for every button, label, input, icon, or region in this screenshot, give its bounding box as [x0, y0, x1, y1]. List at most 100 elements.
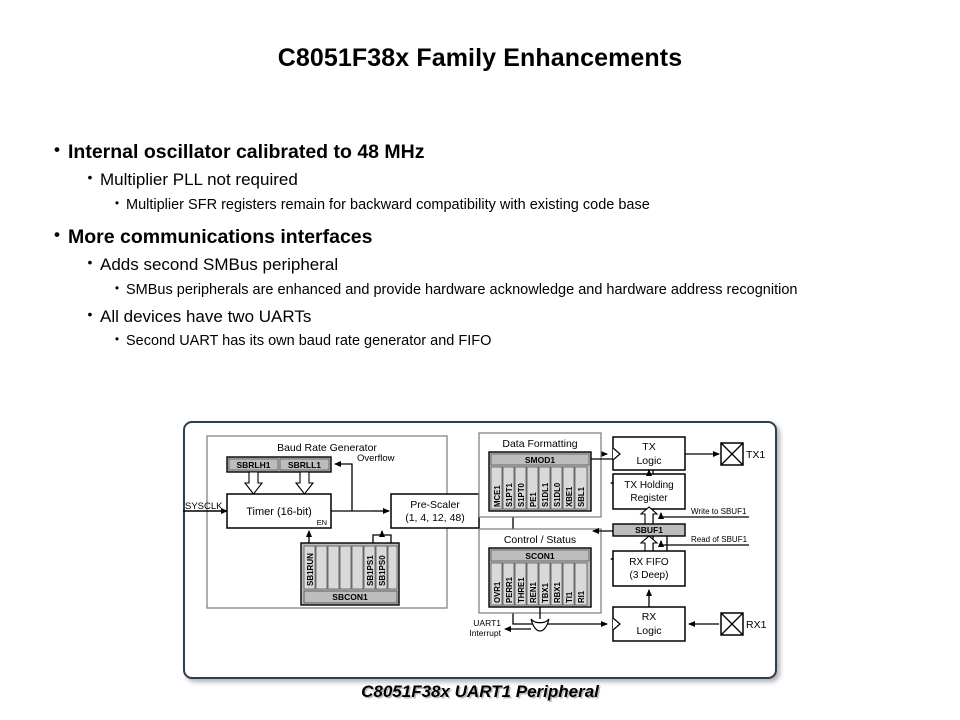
prescaler-block [390, 493, 480, 529]
sbuf1-write-arrow [639, 506, 659, 525]
scon1-bit-cell [502, 562, 515, 606]
smod1-bit-cell [526, 466, 539, 510]
sysclk-label: SYSCLK [185, 501, 223, 512]
bullet-item: • More communications interfaces [46, 223, 926, 251]
bullet-marker: • [87, 254, 93, 271]
baud-rate-generator-title: Baud Rate Generator [277, 442, 377, 454]
smod1-bit-label: SBL1 [577, 486, 586, 507]
bullet-marker: • [87, 305, 93, 322]
tx1-pin-label: TX1 [746, 449, 765, 461]
scon1-bit-cell [574, 562, 588, 606]
scon1-bit-label: THRE1 [517, 577, 526, 603]
data-formatting-title: Data Formatting [502, 438, 577, 450]
sbcon1-bit-cell [303, 545, 316, 590]
rx-fifo-label-line1: RX FIFO [629, 557, 669, 568]
bullet-item: • All devices have two UARTs [46, 304, 926, 330]
timer-block [226, 493, 332, 529]
smod1-bit-cell [490, 466, 503, 510]
sbcon1-name-bar [303, 590, 398, 604]
tx-logic-label-line2: Logic [636, 455, 661, 467]
sbcon1-name: SBCON1 [332, 592, 368, 602]
sbcon1-bit-cell [315, 545, 328, 590]
bullet-marker: • [114, 195, 120, 210]
sbcon1-bit-cell [327, 545, 340, 590]
tx-holding-label-line1: TX Holding [624, 480, 673, 491]
sbrll1-load-arrow [294, 471, 315, 495]
control-status-title: Control / Status [504, 534, 576, 546]
prescaler-label-bottom: (1, 4, 12, 48) [405, 512, 465, 524]
smod1-bit-label: XBE1 [565, 486, 574, 507]
overflow-label: Overflow [357, 453, 395, 464]
smod1-bit-label: PE1 [529, 492, 538, 507]
diagram-canvas: Baud Rate Generator SBRLH1 SBRLL1 Timer … [183, 432, 767, 642]
tx-logic-label-line1: TX [642, 441, 655, 453]
scon1-bit-label: TBX1 [541, 582, 550, 603]
sbcon1-bit-cell [351, 545, 364, 590]
scon1-bit-label: TI1 [565, 591, 574, 603]
diagram-caption: C8051F38x UART1 Peripheral [361, 682, 599, 701]
bullet-list: • Internal oscillator calibrated to 48 M… [46, 138, 926, 353]
rx1-pin-label: RX1 [746, 619, 767, 631]
read-sbuf1-label: Read of SBUF1 [691, 535, 748, 544]
smod1-bit-label: MCE1 [493, 485, 502, 507]
bullet-text: All devices have two UARTs [100, 306, 312, 326]
rx-fifo-label-line2: (3 Deep) [630, 570, 669, 581]
rx-logic-label-line1: RX [642, 611, 657, 623]
smod1-bit-label: S1PT1 [505, 483, 514, 507]
uart1-block-diagram: Baud Rate Generator SBRLH1 SBRLL1 Timer … [183, 421, 777, 679]
sbrlh1-load-arrow [243, 471, 264, 495]
sbcon1-bit-label: SB1PS1 [366, 555, 375, 586]
bullet-text: Second UART has its own baud rate genera… [126, 333, 492, 350]
scon1-bit-cell [490, 562, 503, 606]
sbcon1-bit-cell [375, 545, 388, 590]
uart1-interrupt-label-line2: Interrupt [469, 628, 501, 638]
sbrlh1-cell [228, 458, 279, 471]
sbcon1-bit-cell [387, 545, 398, 590]
sbrll1-cell [279, 458, 330, 471]
sbuf1-label: SBUF1 [635, 525, 663, 535]
smod1-bit-label: S1PT0 [517, 483, 526, 507]
smod1-bit-cell [550, 466, 563, 510]
bullet-marker: • [114, 280, 120, 295]
smod1-bit-cell [514, 466, 527, 510]
scon1-bit-cell [562, 562, 575, 606]
bullet-item: • Internal oscillator calibrated to 48 M… [46, 138, 926, 166]
scon1-bit-label: PERR1 [505, 576, 514, 603]
smod1-bit-label: S1DL0 [553, 482, 562, 507]
scon1-bit-label: RBX1 [553, 582, 562, 603]
read-sbuf1-wire [658, 540, 749, 547]
bullet-marker: • [87, 169, 93, 186]
page-title: C8051F38x Family Enhancements [277, 44, 683, 72]
sbcon1-bit-label: SB1RUN [306, 553, 315, 586]
rx-logic-clock-input [612, 617, 621, 631]
smod1-bit-cell [502, 466, 515, 510]
bullet-item: • Multiplier SFR registers remain for ba… [46, 194, 926, 216]
bullet-item: • SMBus peripherals are enhanced and pro… [46, 279, 926, 301]
overflow-feedback-wire [334, 461, 353, 511]
scon1-bit-cell [514, 562, 527, 606]
bullet-marker: • [54, 140, 60, 159]
scon1-bit-cell [538, 562, 551, 606]
sbrll1-label: SBRLL1 [288, 460, 321, 470]
uart1-interrupt-label-line1: UART1 [473, 618, 501, 628]
bullet-text: Internal oscillator calibrated to 48 MHz [68, 141, 425, 163]
smod1-bit-cell [574, 466, 588, 510]
scon1-bit-label: REN1 [529, 582, 538, 603]
tx-holding-register-block [612, 473, 686, 510]
tx1-pin-cross-icon [720, 442, 744, 466]
rx-fifo-block [612, 550, 686, 587]
or-gate [530, 618, 550, 632]
tx-holding-label-line2: Register [630, 493, 668, 504]
bullet-text: More communications interfaces [68, 225, 373, 248]
bullet-text: Multiplier PLL not required [100, 170, 298, 190]
scon1-bit-cell [526, 562, 539, 606]
tx-logic-clock-input [612, 447, 621, 461]
rx1-pin-cross-icon [720, 612, 744, 636]
scon1-bit-cell [550, 562, 563, 606]
scon1-name: SCON1 [525, 551, 555, 561]
timer-label: Timer (16-bit) [246, 506, 312, 518]
scon1-bit-label: RI1 [577, 590, 586, 603]
scon1-bit-label: OVR1 [493, 581, 502, 603]
smod1-bit-cell [562, 466, 575, 510]
